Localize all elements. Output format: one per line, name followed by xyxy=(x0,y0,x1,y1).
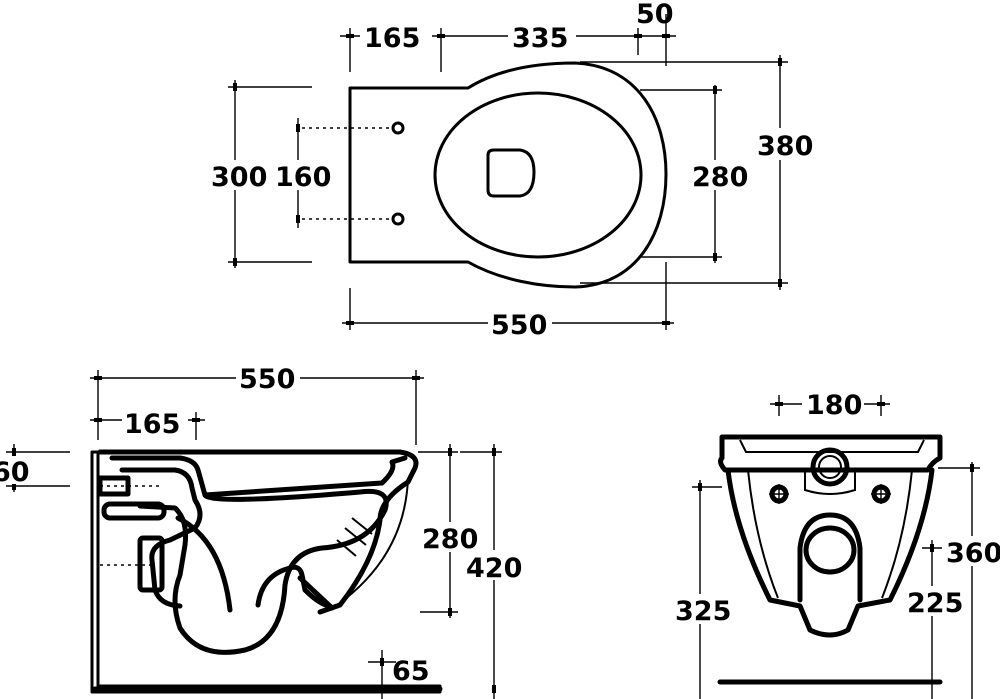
tick xyxy=(412,376,420,380)
tick xyxy=(775,402,783,406)
label-bg xyxy=(674,594,732,624)
front-view: 180 325 360 225 xyxy=(674,390,1000,699)
side-view-trap-outlet xyxy=(175,515,233,613)
tick xyxy=(380,658,384,666)
side-view-wall xyxy=(90,450,442,694)
top-view-fixing-hole-lower xyxy=(391,212,405,226)
label-bg xyxy=(906,586,964,616)
tick xyxy=(94,418,102,422)
top-dim-165: 165 xyxy=(364,23,420,54)
label-bg xyxy=(802,390,864,418)
front-view-body-inner-left xyxy=(747,469,779,599)
front-dim-180: 180 xyxy=(806,390,862,421)
top-view-drain xyxy=(486,148,536,198)
tick xyxy=(94,376,102,380)
top-view: 165 335 50 300 160 280 380 xyxy=(210,0,814,341)
label-bg xyxy=(508,22,576,50)
side-dim-65: 65 xyxy=(392,656,430,687)
front-view-inlet xyxy=(810,447,850,487)
side-view-foot xyxy=(297,575,335,611)
top-view-bowl-outline xyxy=(348,61,668,289)
tick xyxy=(12,482,16,490)
top-dim-300: 300 xyxy=(211,162,267,193)
label-bg xyxy=(0,456,38,484)
tick xyxy=(296,124,300,132)
top-view-bowl-rim xyxy=(433,91,643,259)
side-dim-550: 550 xyxy=(239,364,295,395)
side-view-bowl-front-curve xyxy=(329,477,409,611)
tick xyxy=(930,544,934,552)
front-view-body xyxy=(725,467,935,638)
label-bg xyxy=(488,308,552,338)
tick xyxy=(877,402,885,406)
label-bg xyxy=(465,550,525,580)
tick xyxy=(713,86,717,94)
top-dim-335: 335 xyxy=(512,23,568,54)
tick xyxy=(662,34,670,38)
tick xyxy=(448,448,452,456)
tick xyxy=(12,448,16,456)
tick xyxy=(713,253,717,261)
label-bg xyxy=(210,160,266,190)
label-bg xyxy=(122,406,188,436)
top-dim-160: 160 xyxy=(275,162,331,193)
side-dim-280: 280 xyxy=(422,524,478,555)
top-dim-50: 50 xyxy=(636,0,674,30)
label-bg xyxy=(944,536,1000,566)
tick xyxy=(778,58,782,66)
tick xyxy=(192,418,200,422)
front-dim-225: 225 xyxy=(907,588,963,619)
label-bg xyxy=(756,128,814,160)
side-dim-60: 60 xyxy=(0,457,30,488)
front-dim-360: 360 xyxy=(946,538,1000,569)
tick xyxy=(492,448,496,456)
tick xyxy=(634,34,642,38)
tick xyxy=(662,321,670,325)
label-bg xyxy=(690,160,748,190)
top-dim-550: 550 xyxy=(491,310,547,341)
front-view-inlet-housing xyxy=(804,470,856,495)
tick xyxy=(346,34,354,38)
tick xyxy=(233,83,237,91)
front-view-inlet-inner xyxy=(818,455,842,479)
front-dim-325: 325 xyxy=(675,596,731,627)
side-dim-165: 165 xyxy=(124,409,180,440)
front-view-outlet xyxy=(803,525,857,575)
side-view-hinge xyxy=(336,517,373,557)
side-view: 550 165 60 280 420 65 xyxy=(0,362,525,699)
front-view-outlet-arch xyxy=(797,512,863,603)
top-dim-280: 280 xyxy=(692,162,748,193)
tick xyxy=(233,258,237,266)
side-view-trap-bend xyxy=(255,564,333,609)
tick xyxy=(970,464,974,472)
side-view-bowl-interior xyxy=(137,488,389,655)
top-dim-380: 380 xyxy=(757,131,813,162)
tick xyxy=(448,608,452,616)
tick xyxy=(778,279,782,287)
side-view-inlet xyxy=(101,501,167,521)
tick xyxy=(346,321,354,325)
tick xyxy=(437,34,445,38)
label-bg xyxy=(236,362,300,392)
front-view-body-inner-right xyxy=(881,469,913,599)
side-view-outlet-pipe xyxy=(137,535,165,593)
top-view-fixing-hole-upper xyxy=(391,121,405,135)
front-view-rim xyxy=(718,434,943,473)
tick xyxy=(492,685,496,693)
tick xyxy=(698,483,702,491)
side-dim-420: 420 xyxy=(466,553,522,584)
tick xyxy=(296,215,300,223)
label-bg xyxy=(360,22,432,50)
label-bg xyxy=(420,522,478,552)
label-bg xyxy=(274,160,328,190)
